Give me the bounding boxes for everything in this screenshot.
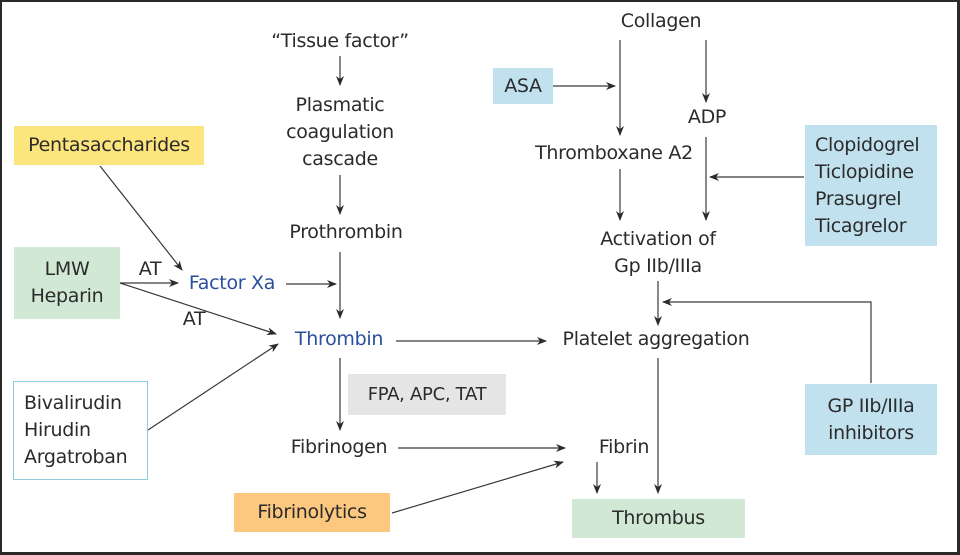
- node-activation-gp: Activation of Gp IIb/IIIa: [600, 228, 716, 277]
- marker-box-fpa-apc-tat: FPA, APC, TAT: [348, 374, 506, 415]
- node-fibrin: Fibrin: [598, 436, 650, 458]
- drug-box-fibrinolytics: Fibrinolytics: [234, 493, 390, 532]
- edge-label-at-factor-xa: AT: [138, 258, 162, 280]
- arrow-pentasaccharides-to-factorxa: [99, 165, 183, 271]
- arrow-dti-to-thrombin: [147, 343, 279, 431]
- drug-box-gp-iib-iiia-inhibitors: GP IIb/IIIa inhibitors: [805, 384, 937, 455]
- node-plasmatic-cascade: Plasmatic coagulation cascade: [286, 94, 394, 170]
- node-tissue-factor: “Tissue factor”: [271, 30, 409, 52]
- drug-box-lmw-heparin: LMW Heparin: [14, 247, 120, 319]
- arrow-lmw-to-thrombin: [119, 282, 277, 336]
- drug-box-pentasaccharides: Pentasaccharides: [14, 126, 204, 165]
- node-adp: ADP: [687, 106, 727, 128]
- arrow-gp-inhibitors-to-platelet-path: [662, 298, 872, 383]
- drug-box-p2y12-inhibitors: Clopidogrel Ticlopidine Prasugrel Ticagr…: [805, 125, 937, 246]
- arrow-fibrinolytics-to-fibrin: [391, 460, 564, 514]
- node-box-thrombus: Thrombus: [572, 499, 745, 538]
- node-fibrinogen: Fibrinogen: [290, 436, 388, 458]
- node-prothrombin: Prothrombin: [289, 221, 403, 243]
- node-platelet-aggregation: Platelet aggregation: [562, 328, 750, 350]
- node-thrombin: Thrombin: [294, 328, 384, 350]
- drug-box-asa: ASA: [493, 68, 553, 104]
- node-thromboxane-a2: Thromboxane A2: [535, 142, 693, 164]
- edge-label-at-thrombin: AT: [182, 308, 206, 330]
- drug-box-direct-thrombin-inhibitors: Bivalirudin Hirudin Argatroban: [13, 381, 148, 480]
- node-factor-xa: Factor Xa: [188, 272, 276, 294]
- node-collagen: Collagen: [620, 10, 702, 32]
